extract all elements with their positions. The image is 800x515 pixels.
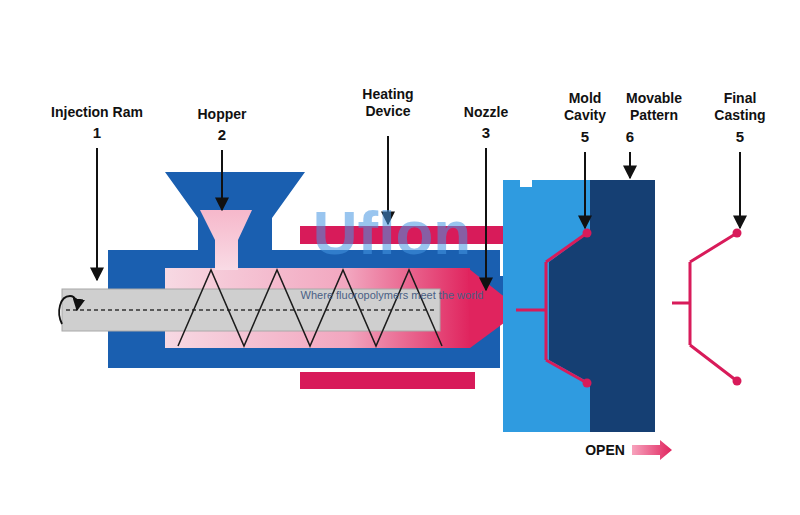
part-name: Final Casting [705, 90, 775, 124]
part-name: Movable Pattern [614, 90, 694, 124]
part-name: Mold Cavity [553, 90, 617, 124]
callout-number: 6 [626, 128, 634, 146]
rotation-arrow [59, 296, 77, 324]
part-name: Injection Ram [51, 104, 143, 121]
fixed-mold-half [503, 180, 655, 432]
callout-number: 5 [736, 128, 744, 146]
callout-number: 2 [218, 126, 226, 144]
watermark: Uflon [313, 196, 471, 270]
casting-dot [733, 229, 742, 238]
cavity-dot [583, 229, 592, 238]
part-name: Heating Device [348, 86, 428, 120]
mold-cavity-outline [516, 233, 587, 383]
ram-axis [66, 309, 436, 310]
cavity-dot [583, 379, 592, 388]
hopper-material [200, 210, 252, 270]
leader-arrows [97, 136, 740, 290]
mold-notch [520, 180, 532, 187]
watermark-tagline: Where fluoropolymers meet the world [301, 289, 484, 302]
movable-pattern-block [549, 180, 655, 432]
screw-flight-line [178, 270, 442, 346]
open-arrow [632, 440, 672, 460]
final-casting-shape [672, 233, 737, 381]
heater-bottom [300, 372, 475, 389]
callout-number: 1 [93, 124, 101, 142]
casting-dot [733, 377, 742, 386]
callout-number: 5 [581, 128, 589, 146]
open-label: OPEN [585, 442, 625, 459]
callout-number: 3 [482, 124, 490, 142]
part-name: Nozzle [464, 104, 508, 121]
screw-flights [178, 270, 442, 346]
part-name: Hopper [198, 106, 247, 123]
